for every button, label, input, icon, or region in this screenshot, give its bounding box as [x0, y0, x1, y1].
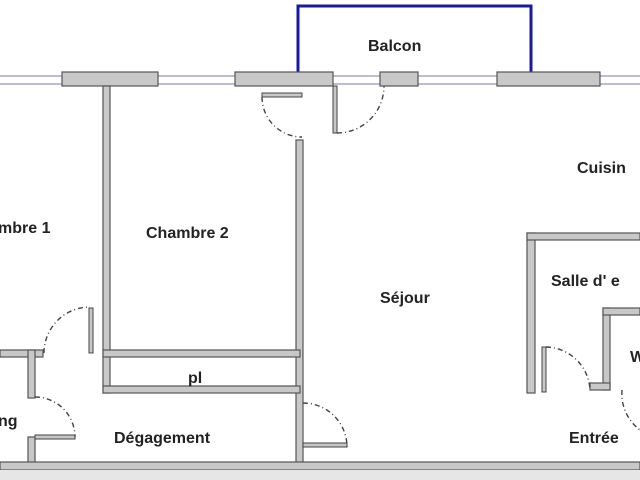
room-label-rangement: ng: [0, 413, 18, 430]
top-wall: [61, 71, 601, 87]
room-label-chambre-2: Chambre 2: [146, 225, 229, 242]
room-label-entree: Entrée: [569, 430, 619, 447]
room-label-balcon: Balcon: [368, 38, 421, 55]
room-label-placard: pl: [188, 370, 202, 387]
room-label-degagement: Dégagement: [114, 430, 211, 447]
room-label-sejour: Séjour: [380, 290, 430, 307]
balcony-outline: [296, 4, 533, 82]
room-label-chambre-1: mbre 1: [0, 220, 51, 237]
room-label-wc: W: [630, 349, 640, 366]
interior-walls: [0, 85, 640, 480]
doors: [34, 85, 640, 448]
room-label-cuisine: Cuisin: [577, 160, 626, 177]
room-label-salle-eau: Salle d' e: [551, 273, 620, 290]
